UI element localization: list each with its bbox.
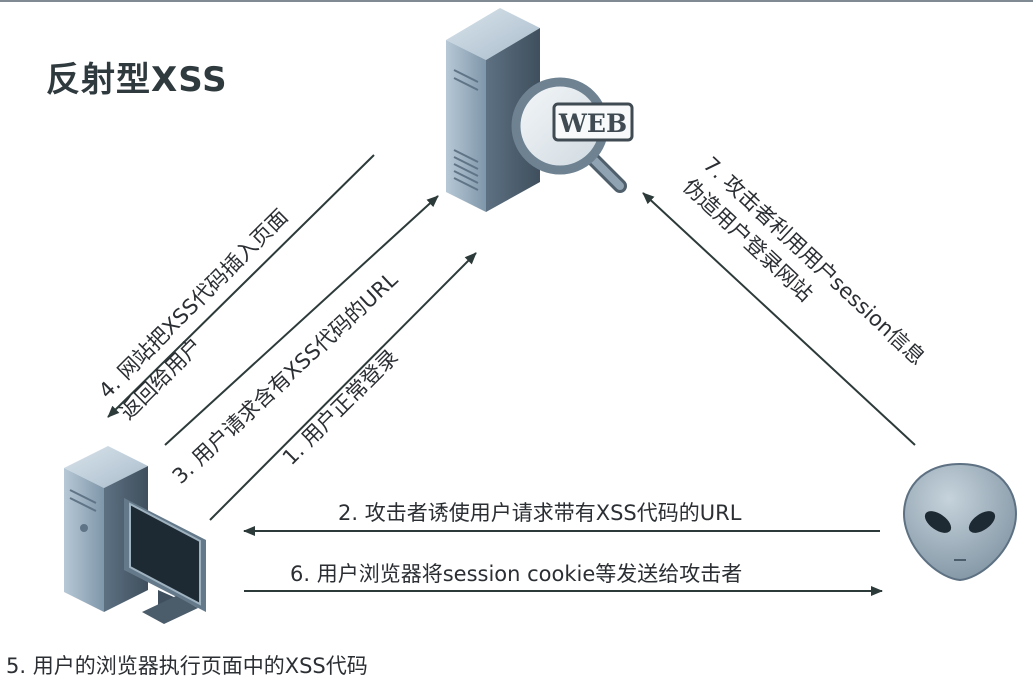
arrow-step-4: [107, 154, 375, 418]
user-computer-icon: [64, 446, 206, 624]
arrow-step-1: [209, 252, 477, 521]
step-5-label: 5. 用户的浏览器执行页面中的XSS代码: [6, 654, 368, 678]
step-2-label: 2. 攻击者诱使用户请求带有XSS代码的URL: [338, 501, 742, 525]
arrow-step-3: [164, 195, 439, 446]
top-border: [0, 0, 1033, 2]
diagram-title: 反射型XSS: [46, 60, 228, 100]
web-badge-text: WEB: [558, 109, 627, 138]
flow-arrows: [107, 154, 916, 596]
web-server-icon: WEB: [446, 8, 634, 212]
step-6-label: 6. 用户浏览器将session cookie等发送给攻击者: [290, 562, 743, 586]
arrow-step-7: [642, 192, 916, 446]
alien-attacker-icon: [903, 462, 1017, 582]
